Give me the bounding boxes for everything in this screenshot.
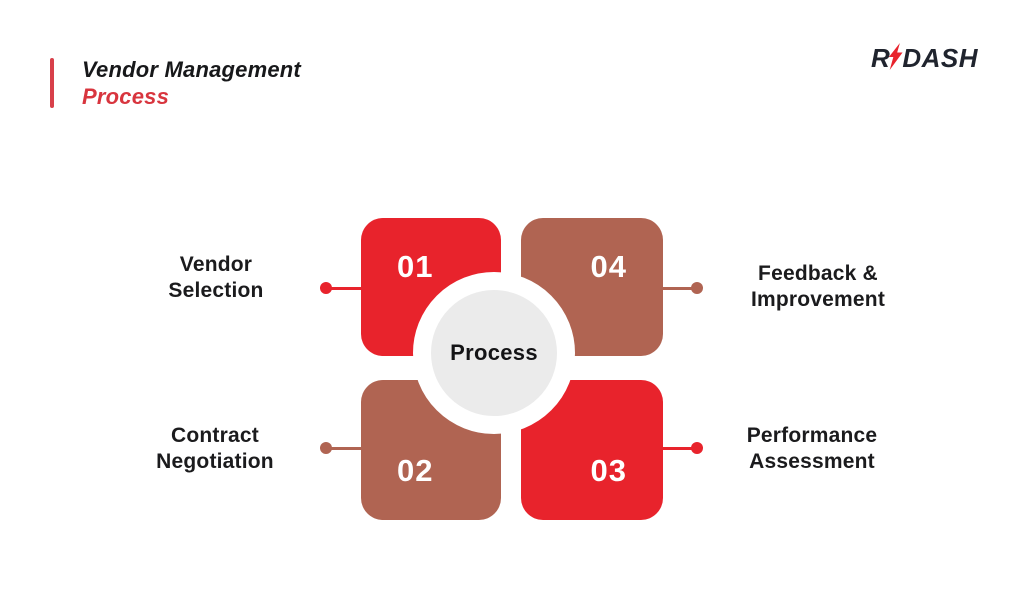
step-number-02: 02 bbox=[397, 453, 434, 488]
page-title-block: Vendor Management Process bbox=[82, 56, 301, 110]
step-label-performance-assessment: Performance Assessment bbox=[746, 424, 878, 473]
page-title: Vendor Management bbox=[82, 57, 301, 82]
step-label-feedback-improvement: Feedback & Improvement bbox=[750, 262, 886, 311]
logo-text-r: R bbox=[871, 43, 891, 73]
title-accent-bar bbox=[50, 58, 54, 108]
lightning-bolt-icon bbox=[889, 43, 903, 77]
connector-line-step-02 bbox=[326, 447, 362, 450]
connector-dot-step-03 bbox=[691, 442, 703, 454]
connector-line-step-03 bbox=[662, 447, 698, 450]
center-label: Process bbox=[450, 340, 538, 365]
logo-text-dash: DASH bbox=[902, 43, 978, 73]
page-subtitle: Process bbox=[82, 84, 170, 109]
step-number-03: 03 bbox=[590, 453, 627, 488]
connector-line-step-01 bbox=[326, 287, 362, 290]
connector-dot-step-01 bbox=[320, 282, 332, 294]
rdash-logo: R DASH bbox=[871, 40, 978, 74]
connector-line-step-04 bbox=[662, 287, 698, 290]
connector-dot-step-02 bbox=[320, 442, 332, 454]
step-number-04: 04 bbox=[590, 249, 627, 284]
connector-dot-step-04 bbox=[691, 282, 703, 294]
step-number-01: 01 bbox=[397, 249, 434, 284]
step-label-contract-negotiation: Contract Negotiation bbox=[156, 424, 274, 473]
step-label-vendor-selection: Vendor Selection bbox=[168, 253, 264, 302]
process-center-circle: Process bbox=[413, 272, 575, 434]
